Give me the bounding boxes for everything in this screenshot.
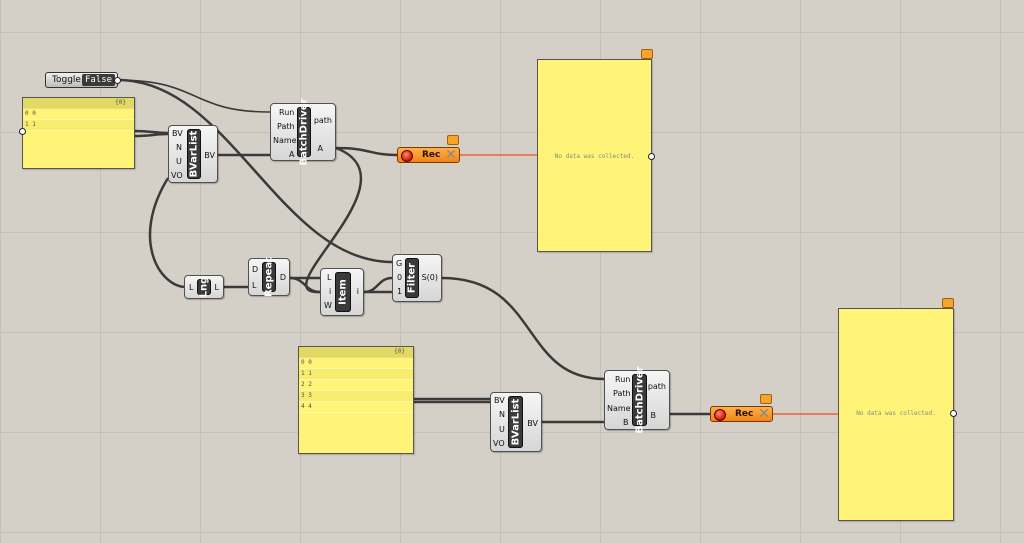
batchdriver-component-1[interactable]: Run Path Name A BatchDriver path A <box>270 98 336 166</box>
bvarlist-component-2[interactable]: BV N U VO BVarList BV <box>490 392 542 452</box>
port-i: i <box>329 287 332 296</box>
wire-toggle-filter <box>117 78 393 264</box>
port-a-out: A <box>317 144 323 153</box>
recorder-label: Rec <box>422 150 441 160</box>
panel-row: 1 1 <box>299 369 413 380</box>
panel-tag-1 <box>641 49 653 59</box>
port-l: L <box>189 283 194 292</box>
filter-component[interactable]: G 0 1 Filter S(0) <box>392 254 442 302</box>
component-core: Lng <box>197 276 211 298</box>
port-i-out: i <box>356 287 359 296</box>
batchdriver-component-2[interactable]: Run Path Name B BatchDriver path B <box>604 366 670 434</box>
length-component[interactable]: L Lng L <box>184 275 224 299</box>
port-path-out: path <box>647 382 666 391</box>
port-g: G <box>396 259 403 268</box>
output-panel-2[interactable]: No data was collected. <box>838 308 957 521</box>
component-core: Filter <box>405 258 419 298</box>
recorder-label: Rec <box>735 409 754 419</box>
port-n: N <box>176 143 182 152</box>
list-item-component[interactable]: L i W Item i <box>320 268 364 316</box>
port-b: B <box>623 418 629 427</box>
wire-batch-a-rec <box>335 146 398 157</box>
panel-row: 0 0 <box>299 358 413 369</box>
port-s-out: S(0) <box>421 273 438 282</box>
port-run: Run <box>279 108 295 117</box>
wire-bvarlist-lng <box>148 177 187 289</box>
port-b-out: B <box>650 411 657 420</box>
port-0: 0 <box>397 273 403 282</box>
panel-row: 3 3 <box>299 391 413 402</box>
port-path-out: path <box>313 116 332 125</box>
port-l: L <box>252 281 257 290</box>
record-icon[interactable] <box>714 409 726 421</box>
port-bv: BV <box>494 396 505 405</box>
port-bv-out: BV <box>527 419 538 428</box>
component-core: BVarList <box>508 396 523 448</box>
panel-row: 0 0 <box>23 109 134 120</box>
empty-message: No data was collected. <box>554 153 635 160</box>
boolean-toggle[interactable]: Toggle False <box>45 72 121 88</box>
recorder-tag-2 <box>760 394 772 404</box>
panel-header: {0} <box>23 98 134 109</box>
clear-icon[interactable]: ✕ <box>758 406 770 422</box>
record-icon[interactable] <box>401 150 413 162</box>
port-l: L <box>327 273 332 282</box>
toggle-output-grip[interactable] <box>114 77 121 84</box>
component-core: BVarList <box>187 129 201 179</box>
data-recorder-1[interactable]: Rec ✕ <box>397 147 460 163</box>
panel-tag-2 <box>942 298 954 308</box>
bvarlist-component-1[interactable]: BV N U VO BVarList BV <box>168 125 218 183</box>
port-bv: BV <box>172 129 183 138</box>
component-core: BatchDriver <box>297 98 311 166</box>
toggle-label: Toggle <box>52 75 81 85</box>
wire-panel1-bvarlist <box>134 129 169 135</box>
input-panel-1[interactable]: {0} 0 0 1 1 <box>19 97 135 169</box>
output-panel-1[interactable]: No data was collected. <box>537 59 655 252</box>
toggle-value[interactable]: False <box>82 74 115 86</box>
port-name: Name <box>273 136 297 145</box>
component-core: Item <box>335 272 351 312</box>
panel-header: {0} <box>299 347 413 358</box>
wire-item-filter-0 <box>363 276 393 294</box>
port-name: Name <box>607 404 631 413</box>
port-w: W <box>324 301 332 310</box>
repeat-component[interactable]: D L Repeat D <box>248 257 290 297</box>
port-path: Path <box>277 122 295 131</box>
port-l-out: L <box>214 283 219 292</box>
component-core: BatchDriver <box>632 366 647 434</box>
port-run: Run <box>615 375 631 384</box>
port-vo: VO <box>493 439 505 448</box>
port-n: N <box>499 410 505 419</box>
panel-output-grip[interactable] <box>950 410 957 417</box>
port-d: D <box>252 265 259 274</box>
port-path: Path <box>613 389 631 398</box>
input-panel-2[interactable]: {0} 0 0 1 1 2 2 3 3 4 4 <box>298 346 414 454</box>
panel-input-grip[interactable] <box>19 128 26 135</box>
clear-icon[interactable]: ✕ <box>445 147 457 163</box>
data-recorder-2[interactable]: Rec ✕ <box>710 406 773 422</box>
port-d-out: D <box>279 273 286 282</box>
port-u: U <box>176 157 182 166</box>
port-1: 1 <box>397 287 403 296</box>
recorder-tag-1 <box>447 135 459 145</box>
port-bv-out: BV <box>204 151 215 160</box>
component-core: Repeat <box>262 257 276 297</box>
wire-panel1-bvarlist-2 <box>134 132 169 138</box>
wire-toggle-run <box>117 79 271 113</box>
panel-row: 4 4 <box>299 402 413 413</box>
empty-message: No data was collected. <box>856 410 936 417</box>
wire-filter-run2 <box>441 276 606 381</box>
panel-output-grip[interactable] <box>648 153 655 160</box>
panel-row: 2 2 <box>299 380 413 391</box>
port-a: A <box>289 150 295 159</box>
wire-repeat-item-i <box>289 276 321 294</box>
port-vo: VO <box>171 171 183 180</box>
port-u: U <box>499 425 505 434</box>
panel-row: 1 1 <box>23 120 134 131</box>
